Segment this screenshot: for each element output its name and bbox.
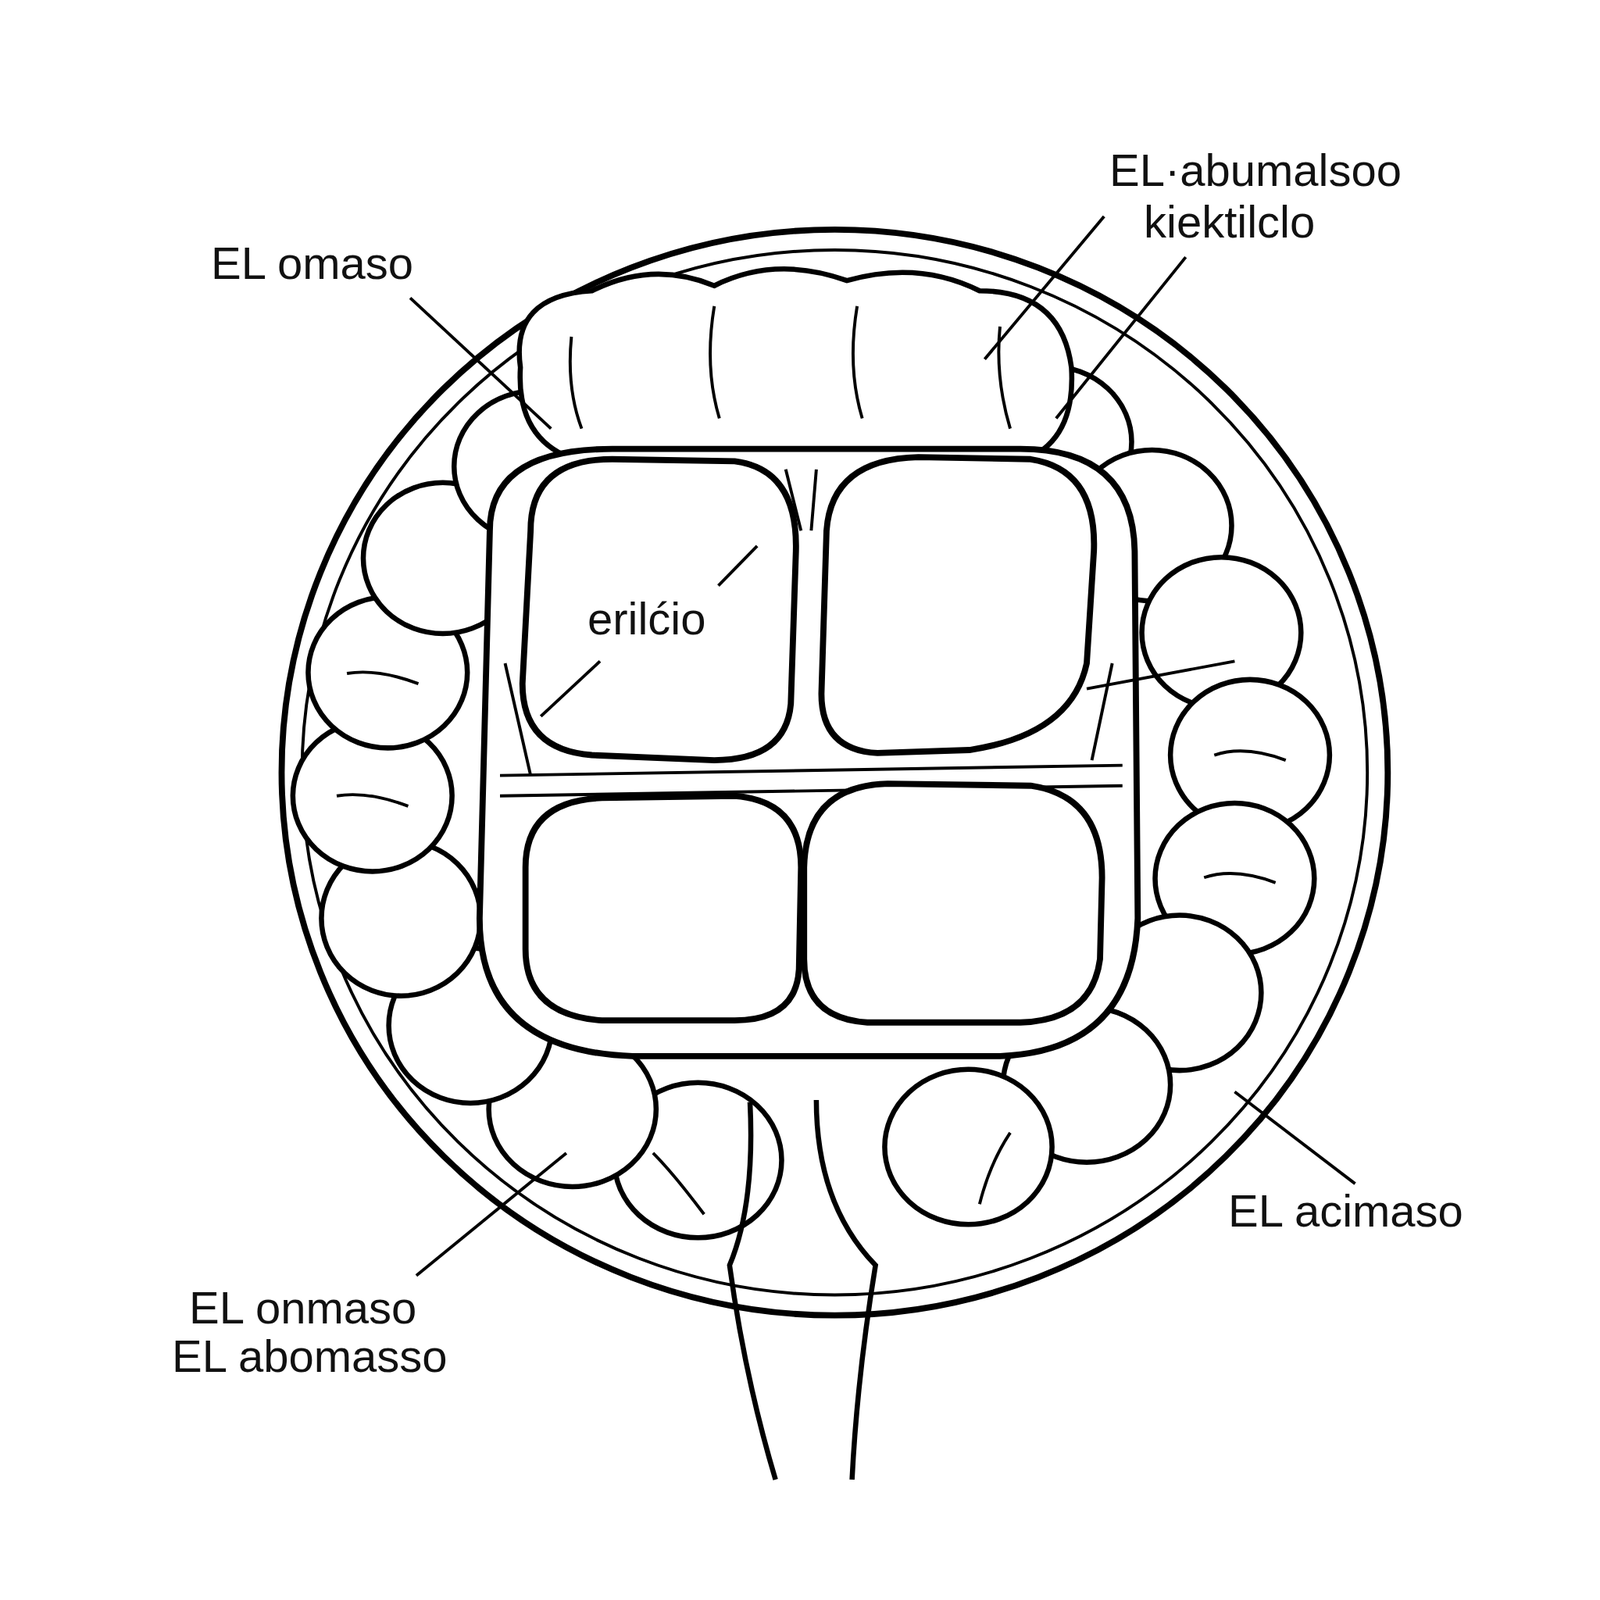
leader-lines xyxy=(410,216,1355,1276)
part-label: kiektilclo xyxy=(1140,196,1318,247)
part-label: EL omaso xyxy=(207,238,417,289)
part-label: EL acimaso xyxy=(1225,1185,1467,1236)
part-label: EL abomasso xyxy=(168,1331,451,1382)
part-label: EL onmaso xyxy=(185,1282,420,1333)
part-label: EL·abumalsoo xyxy=(1106,145,1405,196)
part-label: erilćio xyxy=(584,593,710,644)
